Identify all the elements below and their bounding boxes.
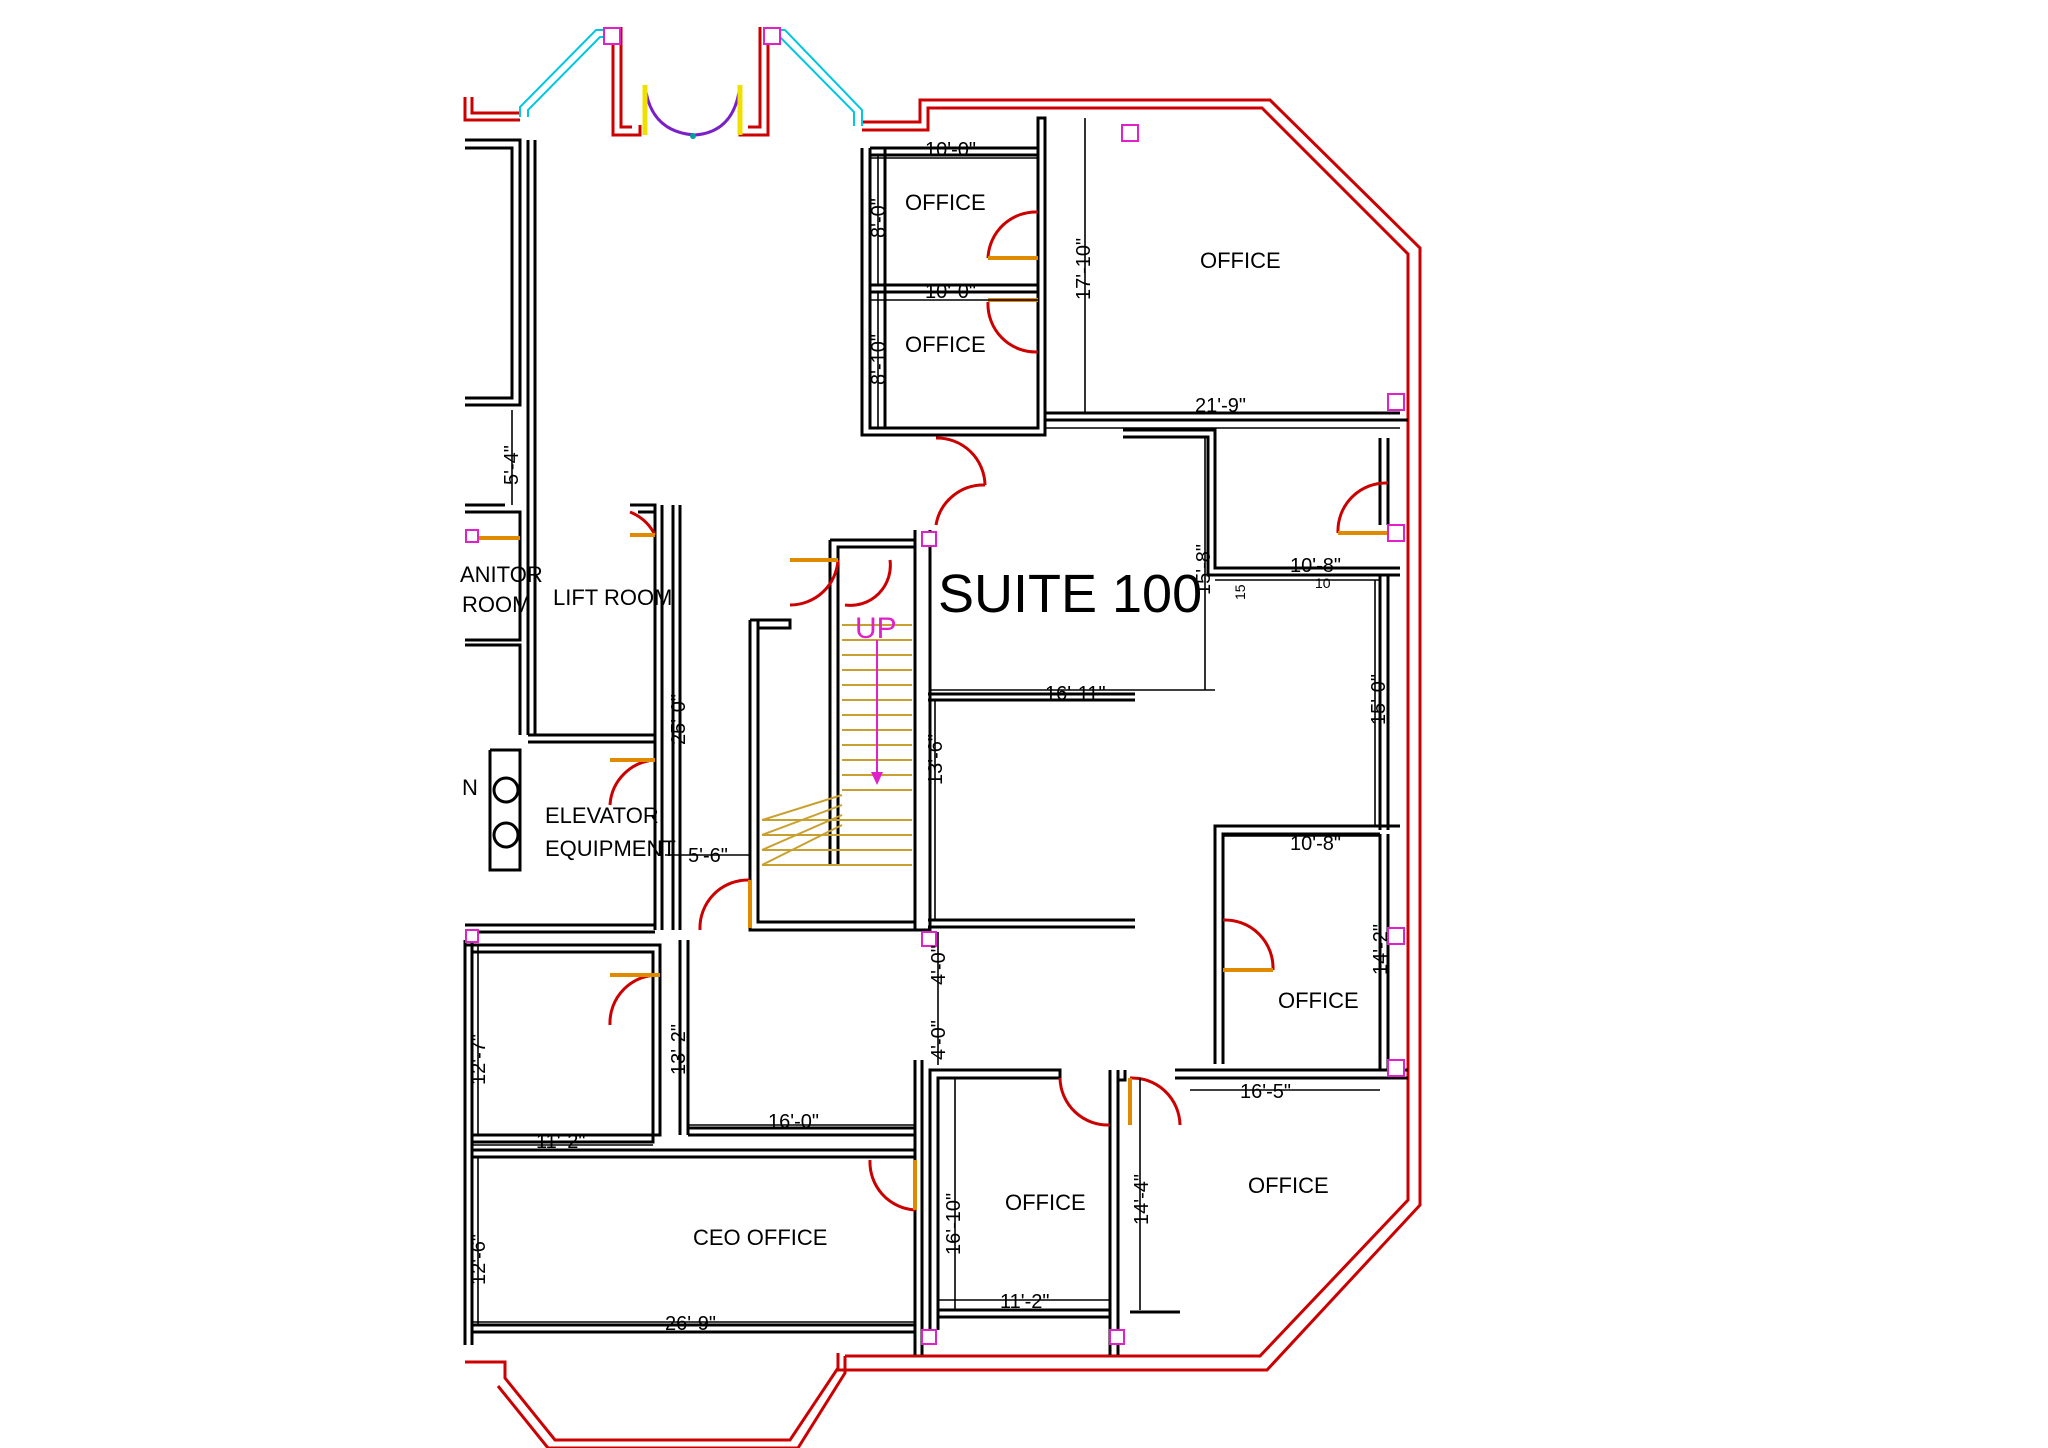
dim-15-small: 15	[1232, 584, 1248, 600]
room-label-lift-room: LIFT ROOM	[553, 585, 672, 610]
stair: UP	[761, 612, 912, 866]
dim-16-11: 16'-11"	[1045, 683, 1106, 705]
room-label-office-bottom-right: OFFICE	[1248, 1173, 1329, 1198]
interior-walls	[463, 116, 1408, 1355]
dim-14-2: 14'-2"	[1370, 924, 1392, 975]
dim-13-6: 13'-6"	[925, 734, 947, 785]
dim-5-4: 5'-4"	[501, 445, 523, 485]
room-label-office-right-mid: OFFICE	[1278, 988, 1359, 1013]
room-label-janitor-line2: ROOM	[462, 592, 530, 617]
room-label-ceo-office: CEO OFFICE	[693, 1225, 827, 1250]
dim-16-10: 16'-10"	[943, 1193, 965, 1255]
column-markers	[465, 27, 1405, 1345]
dim-10-small: 10	[1315, 575, 1331, 591]
dimension-labels: 10'-0" 10'-0" 21'-9" 10'-8" 10 16'-11" 5…	[468, 139, 1392, 1335]
dim-13-2: 13'-2"	[668, 1024, 690, 1075]
room-label-partial: N	[462, 775, 478, 800]
dim-10-8-b: 10'-8"	[1290, 833, 1341, 855]
dim-8-0: 8'-0"	[868, 198, 890, 238]
dim-15-0: 15'-0"	[1368, 674, 1390, 725]
room-labels: OFFICE OFFICE OFFICE OFFICE OFFICE OFFIC…	[460, 190, 1359, 1250]
dim-16-5: 16'-5"	[1240, 1081, 1291, 1103]
dim-21-9: 21'-9"	[1195, 395, 1246, 417]
entry-doors	[642, 84, 743, 139]
room-label-office-top-left-1: OFFICE	[905, 190, 986, 215]
dimension-lines	[472, 118, 1400, 1325]
room-label-elevator-line2: EQUIPMENT	[545, 836, 676, 861]
dim-17-10: 17'-10"	[1073, 238, 1095, 300]
dim-14-4: 14'-4"	[1131, 1174, 1153, 1225]
room-label-office-top-right: OFFICE	[1200, 248, 1281, 273]
room-label-janitor-line1: ANITOR	[460, 562, 543, 587]
room-label-elevator-line1: ELEVATOR	[545, 803, 659, 828]
dim-12-7: 12'-7"	[468, 1034, 490, 1085]
dim-4-0-a: 4'-0"	[928, 945, 950, 985]
dim-11-2-a: 11'-2"	[536, 1131, 585, 1153]
dim-5-6: 5'-6"	[688, 845, 728, 867]
dim-4-0-b: 4'-0"	[928, 1020, 950, 1060]
dim-12-6: 12'-6"	[468, 1234, 490, 1285]
exterior-wall	[463, 27, 1422, 1448]
dim-16-0: 16'-0"	[768, 1111, 819, 1133]
dim-11-2-b: 11'-2"	[1000, 1291, 1049, 1313]
room-label-office-bottom-center: OFFICE	[1005, 1190, 1086, 1215]
dim-10-0-b: 10'-0"	[925, 281, 976, 303]
dim-25-0: 25'-0"	[668, 694, 690, 745]
dim-10-8-a: 10'-8"	[1290, 555, 1341, 577]
dim-15-8: 15'-8"	[1193, 544, 1215, 595]
dim-10-0-a: 10'-0"	[925, 139, 976, 161]
entry-glazing	[519, 29, 863, 126]
room-label-office-top-left-2: OFFICE	[905, 332, 986, 357]
stair-up-label: UP	[855, 612, 897, 645]
dim-26-9: 26'-9"	[665, 1313, 716, 1335]
suite-label: SUITE 100	[938, 564, 1202, 624]
doors	[475, 210, 1389, 1212]
dim-8-10: 8'-10"	[868, 334, 890, 385]
